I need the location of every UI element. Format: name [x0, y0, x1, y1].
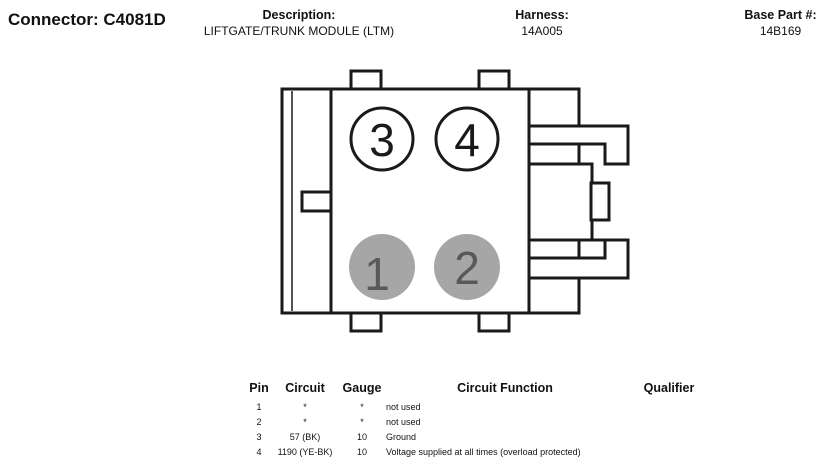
table-row: 4 1190 (YE-BK) 10 Voltage supplied at al…: [246, 444, 714, 459]
cell-pin: 1: [256, 401, 262, 412]
cell-circuit: 1190 (YE-BK): [277, 446, 333, 457]
pin-2-cavity: 2: [434, 234, 500, 300]
center-lock-nub: [589, 181, 611, 222]
upper-lock-arm: [527, 124, 630, 166]
cell-gauge: *: [360, 416, 364, 427]
harness-block: Harness: 14A005: [490, 7, 594, 39]
header-qualifier: Qualifier: [643, 381, 695, 395]
cell-gauge: *: [360, 401, 364, 412]
cell-function: Voltage supplied at all times (overload …: [386, 446, 581, 457]
header-circuit: Circuit: [285, 381, 325, 395]
base-part-block: Base Part #: 14B169: [730, 7, 831, 39]
table-row: 2 * * not used: [246, 414, 714, 429]
cell-function: Ground: [386, 431, 417, 442]
left-key: [300, 190, 335, 213]
cell-function: not used: [386, 401, 421, 412]
connector-title: Connector: C4081D: [8, 10, 166, 29]
cell-qualifier: [624, 429, 714, 444]
cell-gauge: 10: [356, 446, 367, 457]
cell-pin: 3: [256, 431, 262, 442]
connector-face-diagram: 3 4 1 2: [280, 69, 630, 333]
cell-gauge: 10: [356, 431, 367, 442]
cell-qualifier: [624, 444, 714, 459]
description-block: Description: LIFTGATE/TRUNK MODULE (LTM): [190, 7, 408, 39]
header-gauge: Gauge: [342, 381, 382, 395]
cell-function: not used: [386, 416, 421, 427]
cell-qualifier: [624, 399, 714, 414]
description-label: Description:: [262, 8, 336, 22]
pin-1-label: 1: [364, 248, 390, 300]
harness-value: 14A005: [521, 24, 563, 38]
center-lock-block: [525, 162, 594, 242]
header-pin: Pin: [249, 381, 269, 395]
pin-2-label: 2: [454, 242, 480, 294]
cell-circuit: *: [303, 401, 307, 412]
cell-circuit: *: [303, 416, 307, 427]
base-part-label: Base Part #:: [744, 8, 817, 22]
table-row: 3 57 (BK) 10 Ground: [246, 429, 714, 444]
cell-pin: 2: [256, 416, 262, 427]
pin-4-label: 4: [454, 114, 480, 166]
table-row: 1 * * not used: [246, 399, 714, 414]
cell-circuit: 57 (BK): [289, 431, 321, 442]
base-part-value: 14B169: [759, 24, 802, 38]
bottom-latch-left: [349, 310, 383, 333]
harness-label: Harness:: [515, 8, 569, 22]
pin-table-header: Pin Circuit Gauge Circuit Function Quali…: [246, 381, 714, 399]
cell-qualifier: [624, 414, 714, 429]
pin-4-cavity: 4: [434, 106, 500, 172]
pin-table: Pin Circuit Gauge Circuit Function Quali…: [246, 381, 714, 459]
pin-3-label: 3: [369, 114, 395, 166]
pin-3-cavity: 3: [349, 106, 415, 172]
description-value: LIFTGATE/TRUNK MODULE (LTM): [203, 24, 395, 38]
header-circuit-function: Circuit Function: [457, 381, 553, 395]
pin-1-cavity: 1: [349, 234, 415, 300]
bottom-latch-right: [477, 310, 511, 333]
cell-pin: 4: [256, 446, 262, 457]
